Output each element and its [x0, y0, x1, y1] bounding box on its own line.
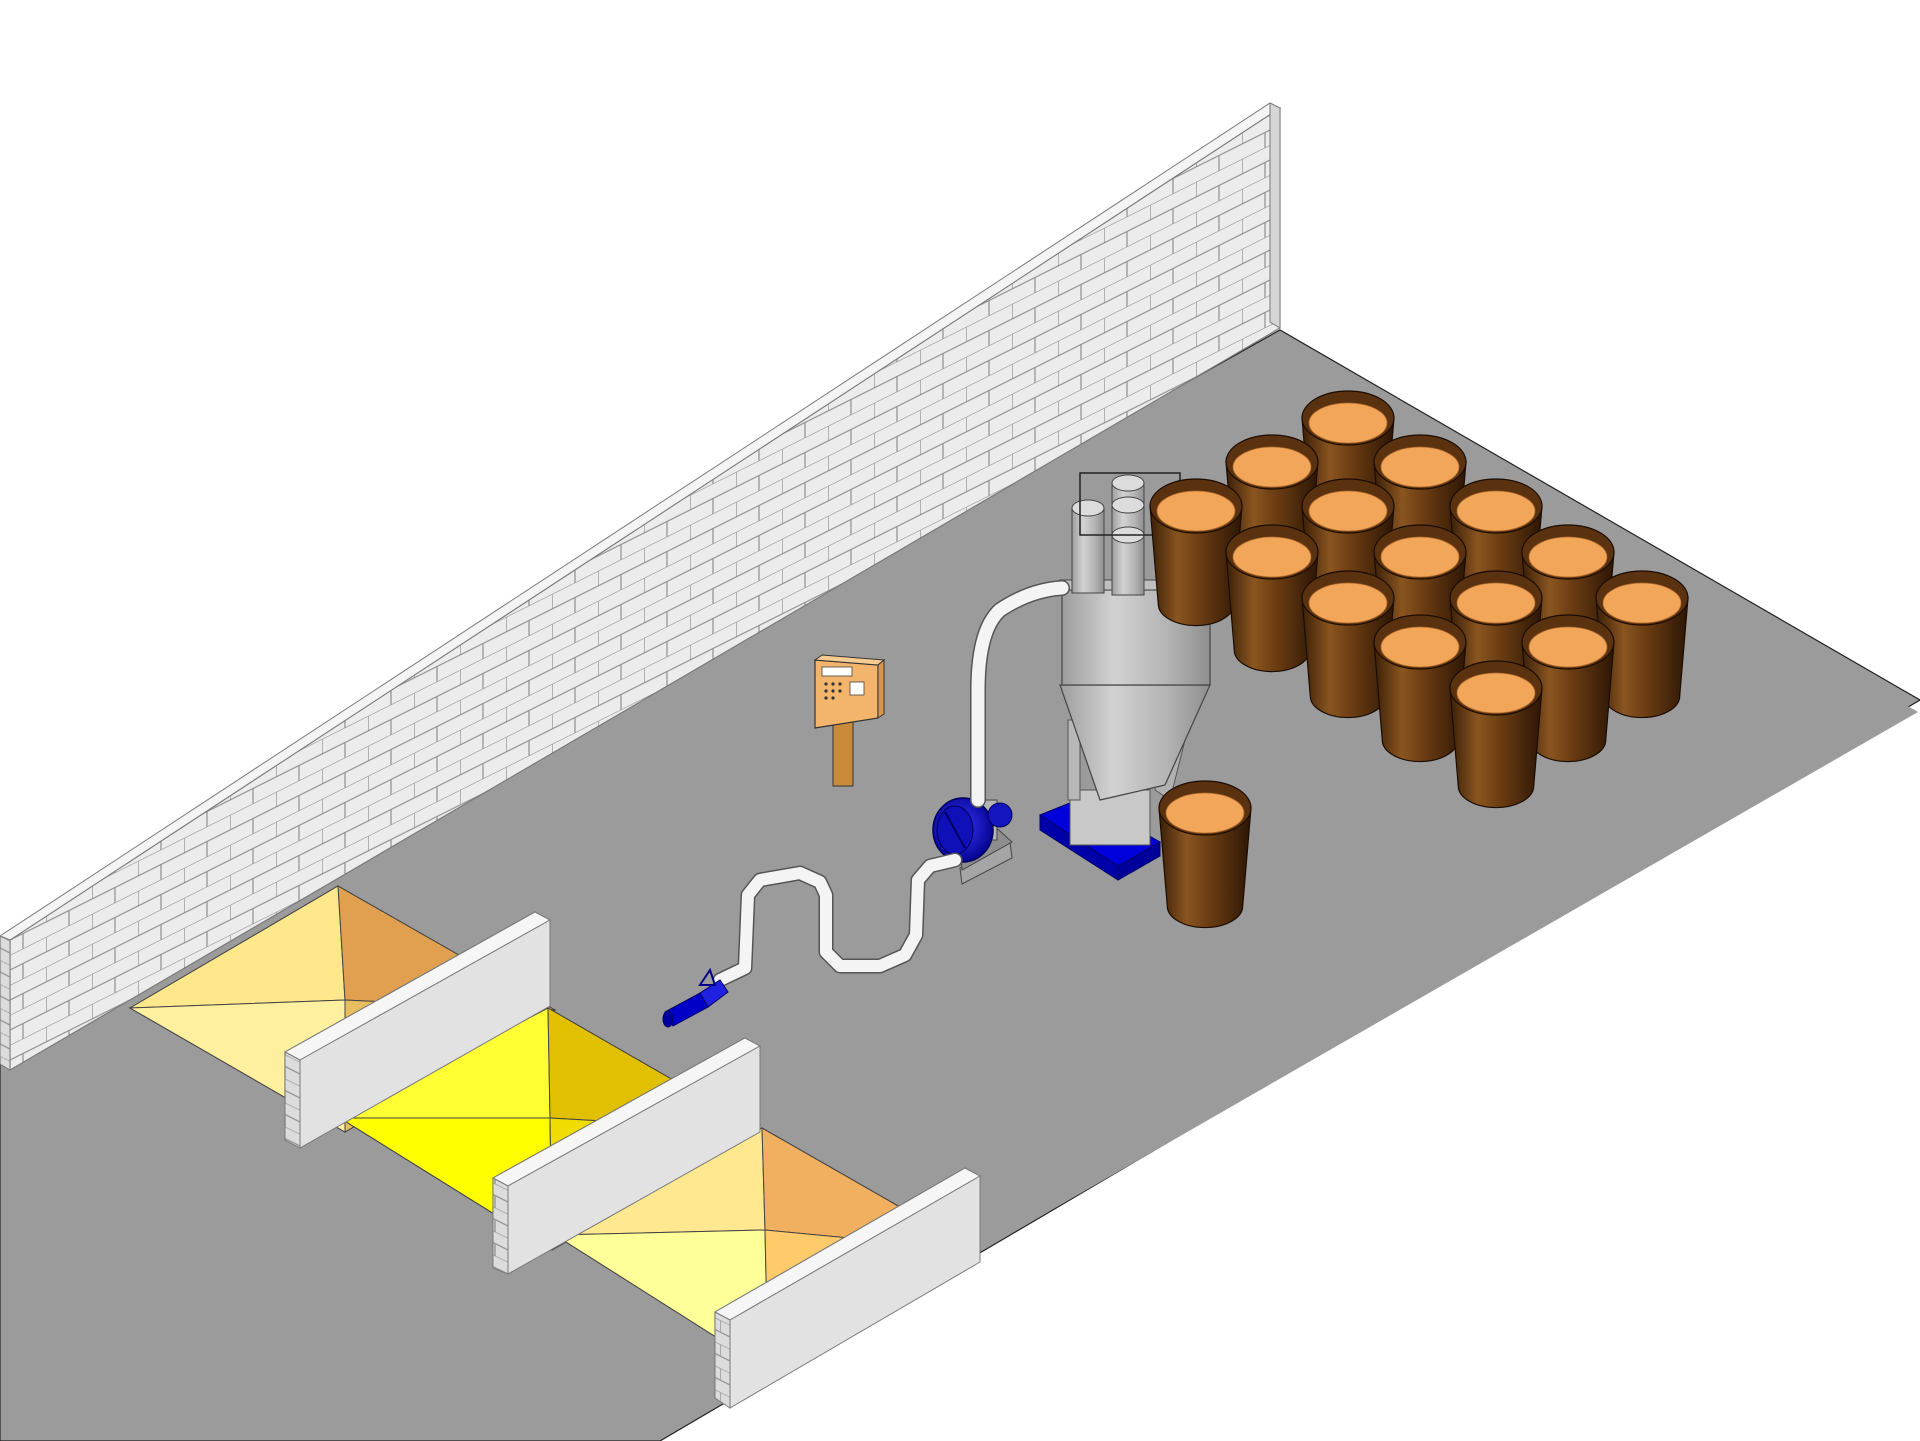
barrel	[1225, 524, 1319, 673]
barrel-contents	[1528, 536, 1608, 578]
barrel-contents	[1456, 672, 1536, 714]
barrel-contents	[1380, 626, 1460, 668]
barrels-group	[1149, 390, 1689, 929]
divider-wall-2	[491, 1036, 762, 1275]
barrel-contents	[1308, 582, 1388, 624]
barrel	[1449, 660, 1543, 809]
barrel-contents	[1380, 536, 1460, 578]
barrel	[1225, 434, 1319, 583]
intake-nozzle	[662, 967, 729, 1028]
barrel-contents	[1156, 490, 1236, 532]
conveyor-pipe	[712, 580, 1070, 988]
barrel-contents	[1308, 402, 1388, 444]
control-panel-screen	[849, 681, 865, 696]
barrel-contents	[1232, 536, 1312, 578]
barrel	[1301, 570, 1395, 719]
divider-wall-1	[283, 910, 552, 1149]
back-brick-wall	[0, 102, 1282, 1072]
barrel-contents	[1165, 792, 1245, 834]
control-panel	[813, 654, 886, 787]
barrel	[1149, 478, 1243, 627]
barrel	[1373, 614, 1467, 763]
barrel-contents	[1528, 626, 1608, 668]
control-panel-buttons	[824, 682, 842, 700]
barrel-contents	[1456, 490, 1536, 532]
barrel-contents	[1308, 490, 1388, 532]
fan-motor	[932, 797, 1013, 885]
barrel-contents	[1456, 582, 1536, 624]
divider-wall-3	[713, 1166, 982, 1409]
fan-motor-cap	[987, 802, 1013, 828]
control-panel-post	[832, 717, 854, 787]
barrel	[1158, 780, 1252, 929]
control-panel-display	[821, 666, 853, 677]
barrel-contents	[1602, 582, 1682, 624]
barrel-contents	[1232, 446, 1312, 488]
barrel-contents	[1380, 446, 1460, 488]
